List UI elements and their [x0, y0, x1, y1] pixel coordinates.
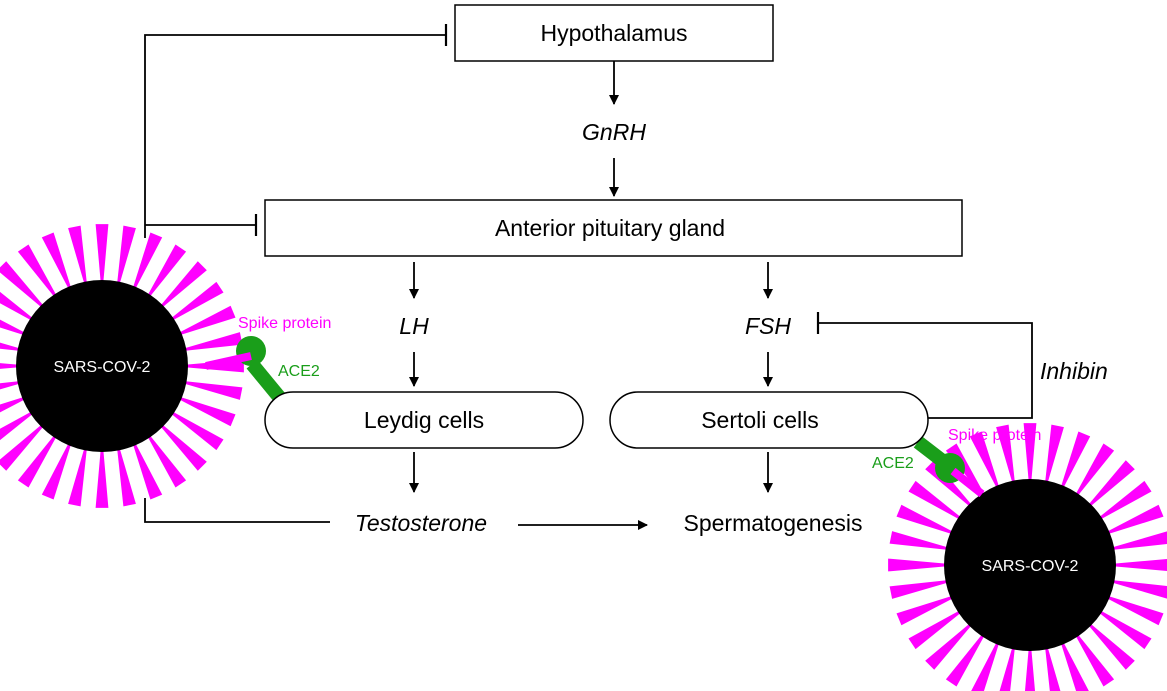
left-virus-spike [0, 395, 29, 413]
sars-cov-2-virus-right: SARS-COV-2 [888, 423, 1167, 691]
left-virus-spike [175, 395, 236, 427]
left-virus-spike [41, 232, 73, 293]
left-virus-spike [95, 224, 109, 286]
left-virus-spike [168, 409, 224, 451]
right-virus-spike [1073, 443, 1115, 499]
right-virus-spike [1059, 431, 1091, 492]
right-virus-spike [896, 594, 957, 626]
left-virus-spike [0, 291, 36, 323]
right-virus-spike [908, 608, 964, 650]
right-virus-spike [945, 631, 987, 687]
right-virus-spike [996, 424, 1016, 487]
right-virus-spike [1096, 608, 1152, 650]
right-virus-spike [1103, 594, 1164, 626]
left-virus-spike [180, 380, 243, 400]
left-virus-spike [0, 409, 36, 441]
left-virus-spike [0, 261, 47, 311]
ace2-receptor-right [913, 436, 985, 498]
left-virus-spike [0, 421, 47, 471]
right-virus-spike [1110, 559, 1167, 571]
anterior-pituitary-label: Anterior pituitary gland [495, 215, 725, 241]
gnrh-label: GnRH [582, 119, 646, 145]
left-virus-spike [180, 332, 243, 352]
fsh-label: FSH [745, 313, 791, 339]
right-virus-spike [971, 638, 1001, 691]
leydig-cells-label: Leydig cells [364, 407, 484, 433]
left-virus-spike [68, 225, 88, 288]
right-virus-spike [889, 531, 952, 551]
hypothalamus-label: Hypothalamus [540, 20, 687, 46]
sertoli-cells-box [609, 391, 929, 449]
leydig-cells-box [264, 391, 584, 449]
virus-label-right: SARS-COV-2 [982, 558, 1079, 575]
sars-cov-2-virus-left: SARS-COV-2 [0, 224, 244, 508]
inhibition-line-virus-testosterone [144, 498, 330, 523]
left-virus-spike [131, 439, 163, 500]
right-virus-spike [889, 579, 952, 599]
right-virus-spike [1044, 424, 1064, 487]
ace2-label-right: ACE2 [872, 455, 914, 472]
right-virus-spike [888, 558, 950, 572]
lh-label: LH [399, 313, 429, 339]
left-virus-spike [145, 244, 187, 300]
virus-label-left: SARS-COV-2 [54, 359, 151, 376]
sertoli-cells-label: Sertoli cells [701, 407, 819, 433]
right-virus-spike [1085, 460, 1135, 510]
left-virus-spike [95, 446, 109, 508]
right-virus-spike [1023, 423, 1037, 485]
left-virus-spike [157, 261, 207, 311]
left-virus-spike [116, 225, 136, 288]
right-virus-spike [1108, 579, 1167, 599]
right-virus-spike [1085, 620, 1135, 670]
spike-ring-left [0, 224, 244, 508]
left-virus-spike [68, 444, 88, 507]
right-virus-spike [908, 480, 964, 522]
left-virus-spike [17, 432, 59, 488]
anterior-pituitary-box [264, 199, 963, 257]
left-virus-spike [41, 439, 73, 500]
left-virus-spike [145, 432, 187, 488]
hypothalamus-box [454, 4, 774, 62]
right-virus-spike [925, 620, 975, 670]
right-virus-spike [896, 504, 957, 536]
right-virus-spike [1073, 631, 1115, 687]
spike-protein-label-left: Spike protein [238, 315, 331, 332]
right-virus-spike [1096, 480, 1152, 522]
right-virus-spike [1108, 531, 1167, 551]
ace2-receptor-left [205, 336, 286, 403]
ace2-label-left: ACE2 [278, 363, 320, 380]
spermatogenesis-label: Spermatogenesis [684, 510, 863, 536]
left-virus-spike [168, 281, 224, 323]
inhibin-label: Inhibin [1040, 358, 1108, 384]
right-virus-spike [999, 643, 1016, 691]
inhibition-line-virus-hypothalamus [144, 34, 446, 238]
left-virus-spike [175, 305, 236, 337]
testosterone-label: Testosterone [355, 510, 487, 536]
virus-body-left [16, 280, 188, 452]
right-virus-spike [1024, 645, 1036, 691]
left-virus-spike [131, 232, 163, 293]
left-virus-spike [157, 421, 207, 471]
spike-protein-label-right: Spike protein [948, 427, 1041, 444]
right-virus-spike [969, 431, 1001, 492]
left-virus-spike [17, 244, 59, 300]
right-virus-spike [1059, 638, 1089, 691]
right-virus-spike [1103, 504, 1164, 536]
virus-body-right [944, 479, 1116, 651]
spike-ring-right [888, 423, 1167, 691]
right-virus-spike [1044, 643, 1061, 691]
left-virus-spike [116, 444, 136, 507]
inhibin-feedback-line [818, 322, 1033, 419]
left-virus-spike [0, 319, 29, 337]
